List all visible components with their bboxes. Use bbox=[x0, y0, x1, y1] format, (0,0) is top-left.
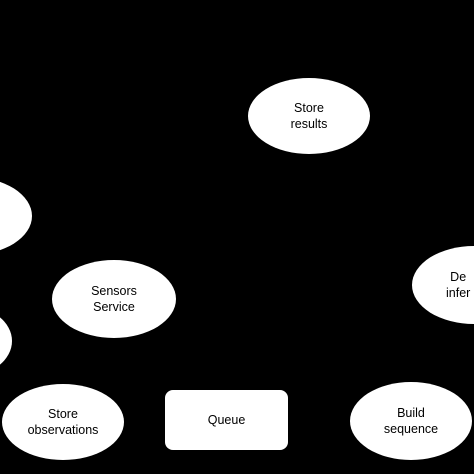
queue-node: Queue bbox=[165, 390, 288, 450]
left-top-partial-node bbox=[0, 177, 32, 255]
sensors-service-node: Sensors Service bbox=[52, 260, 176, 338]
store-results-node: Store results bbox=[248, 78, 370, 154]
store-observations-node: Store observations bbox=[2, 384, 124, 460]
right-partial-node: De infer bbox=[412, 246, 474, 324]
build-sequence-node: Build sequence bbox=[350, 382, 472, 460]
left-mid-partial-node bbox=[0, 306, 12, 376]
